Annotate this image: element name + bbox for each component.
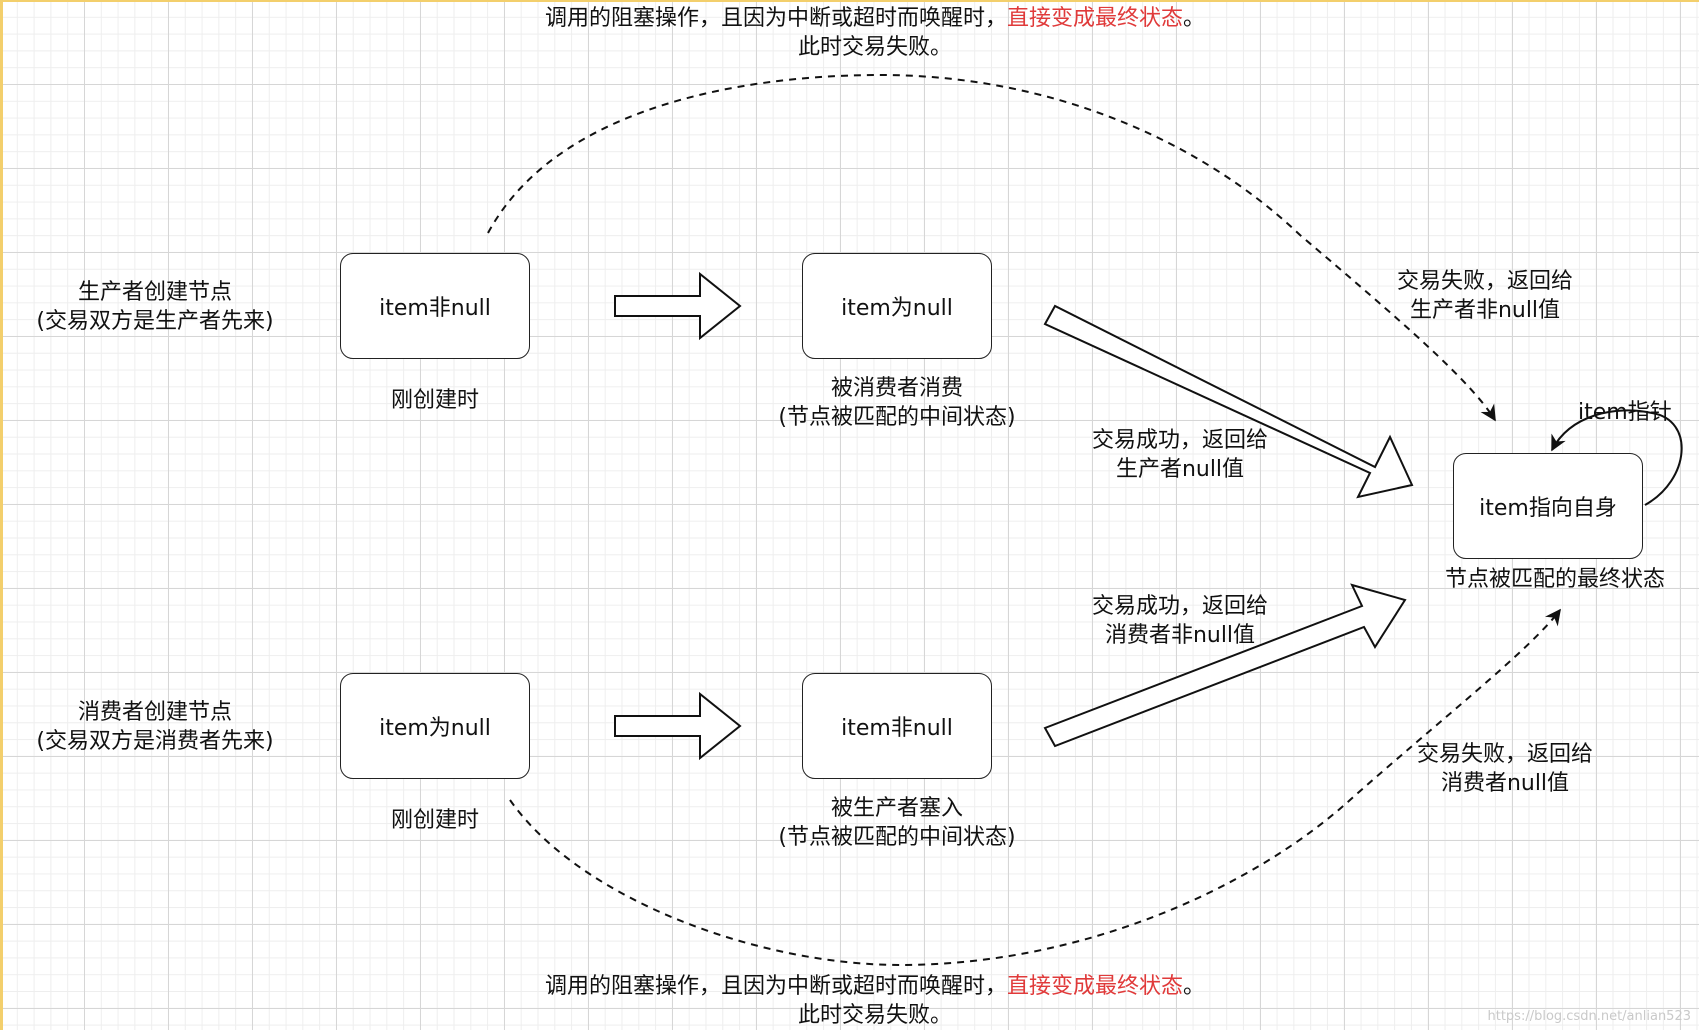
timeout-note-bottom-line2: 此时交易失败。	[797, 1003, 952, 1028]
final-state-box[interactable]: item指向自身	[1453, 453, 1643, 559]
consumer-success-arrow	[1043, 583, 1407, 748]
timeout-note-top-prefix: 调用的阻塞操作，且因为中断或超时而唤醒时，	[544, 6, 1007, 31]
producer-transition-arrow	[614, 271, 742, 341]
producer-fail-label-line2: 生产者非null值	[1409, 298, 1561, 323]
producer-fail-label: 交易失败，返回给 生产者非null值	[1355, 267, 1615, 325]
consumer-box-filled-text: item非null	[841, 716, 953, 741]
producer-success-label-line1: 交易成功，返回给	[1091, 428, 1268, 453]
consumer-transition-arrow	[614, 691, 742, 761]
producer-box-consumed-caption-line1: 被消费者消费	[830, 376, 963, 401]
consumer-row-title-line2: (交易双方是消费者先来)	[36, 729, 274, 754]
consumer-fail-label-line2: 消费者null值	[1440, 771, 1570, 796]
consumer-fail-label-line1: 交易失败，返回给	[1416, 742, 1593, 767]
timeout-note-bottom: 调用的阻塞操作，且因为中断或超时而唤醒时，直接变成最终状态。 此时交易失败。	[490, 972, 1260, 1030]
final-state-caption: 节点被匹配的最终状态	[1444, 567, 1665, 592]
consumer-success-label-line1: 交易成功，返回给	[1091, 594, 1268, 619]
timeout-arrow-top	[487, 73, 1496, 422]
producer-success-label-line2: 生产者null值	[1115, 457, 1245, 482]
producer-success-label: 交易成功，返回给 生产者null值	[1050, 426, 1310, 484]
self-loop-label: item指针	[1578, 400, 1672, 425]
producer-row-title-line1: 生产者创建节点	[77, 280, 232, 305]
timeout-note-bottom-suffix: 。	[1183, 974, 1206, 999]
consumer-box-filled-caption-line2: (节点被匹配的中间状态)	[778, 825, 1016, 850]
consumer-box-created-text: item为null	[379, 716, 491, 741]
consumer-box-created[interactable]: item为null	[340, 673, 530, 779]
timeout-note-top-line2: 此时交易失败。	[797, 35, 952, 60]
self-loop-arrow	[1551, 409, 1683, 506]
producer-box-consumed-caption-line2: (节点被匹配的中间状态)	[778, 405, 1016, 430]
producer-fail-label-line1: 交易失败，返回给	[1396, 269, 1573, 294]
top-border-strip	[0, 0, 1699, 2]
producer-box-consumed-text: item为null	[841, 296, 953, 321]
consumer-box-created-caption: 刚创建时	[390, 808, 479, 833]
producer-success-arrow	[1043, 304, 1414, 499]
consumer-box-filled-caption-line1: 被生产者塞入	[830, 796, 963, 821]
final-state-box-text: item指向自身	[1479, 496, 1617, 521]
timeout-note-top: 调用的阻塞操作，且因为中断或超时而唤醒时，直接变成最终状态。 此时交易失败。	[490, 4, 1260, 62]
timeout-note-bottom-prefix: 调用的阻塞操作，且因为中断或超时而唤醒时，	[544, 974, 1007, 999]
timeout-arrow-bottom	[509, 608, 1561, 967]
consumer-success-label-line2: 消费者非null值	[1104, 623, 1256, 648]
consumer-row-title: 消费者创建节点 (交易双方是消费者先来)	[10, 698, 300, 756]
timeout-note-top-suffix: 。	[1183, 6, 1206, 31]
timeout-note-bottom-highlight: 直接变成最终状态	[1006, 974, 1183, 999]
consumer-fail-label: 交易失败，返回给 消费者null值	[1375, 740, 1635, 798]
producer-box-created-text: item非null	[379, 296, 491, 321]
producer-row-title: 生产者创建节点 (交易双方是生产者先来)	[10, 278, 300, 336]
consumer-success-label: 交易成功，返回给 消费者非null值	[1050, 592, 1310, 650]
producer-box-consumed-caption: 被消费者消费 (节点被匹配的中间状态)	[740, 374, 1054, 432]
left-border-strip	[0, 0, 3, 1030]
consumer-box-filled[interactable]: item非null	[802, 673, 992, 779]
watermark-text: https://blog.csdn.net/anlian523	[1487, 1009, 1691, 1024]
producer-row-title-line2: (交易双方是生产者先来)	[36, 309, 274, 334]
producer-box-created-caption: 刚创建时	[390, 388, 479, 413]
consumer-box-filled-caption: 被生产者塞入 (节点被匹配的中间状态)	[740, 794, 1054, 852]
producer-box-consumed[interactable]: item为null	[802, 253, 992, 359]
timeout-note-top-highlight: 直接变成最终状态	[1006, 6, 1183, 31]
consumer-row-title-line1: 消费者创建节点	[77, 700, 232, 725]
producer-box-created[interactable]: item非null	[340, 253, 530, 359]
